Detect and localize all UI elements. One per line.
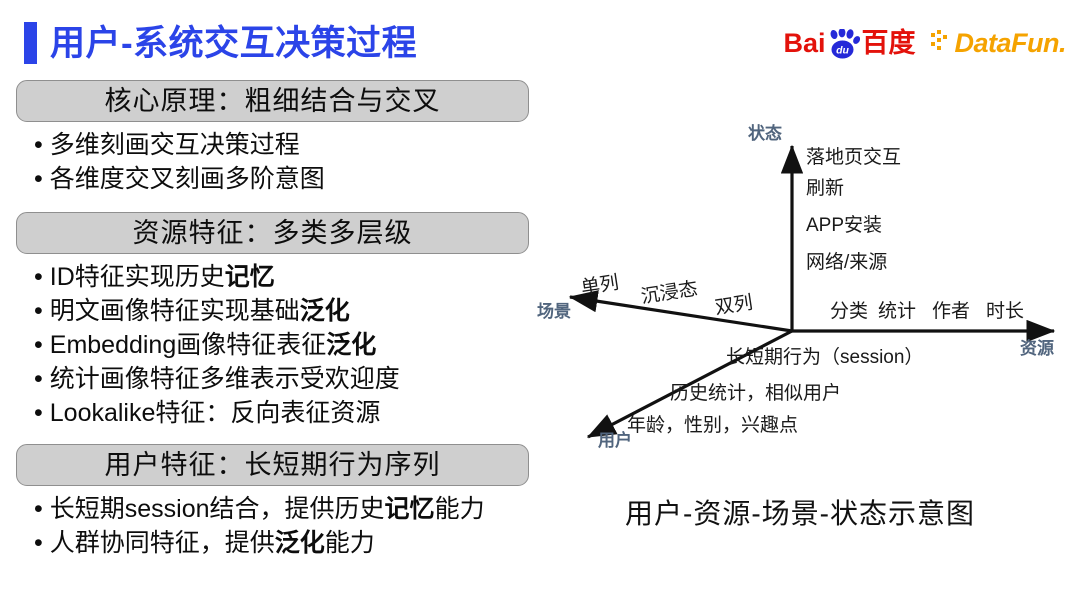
title-accent-bar <box>24 22 37 64</box>
list-item: • 多维刻画交互决策过程 <box>0 128 545 162</box>
section-header-core-principle: 核心原理：粗细结合与交叉 <box>16 80 529 122</box>
tick-label-user-2: 年龄，性别，兴趣点 <box>627 414 798 436</box>
list-item-text: 明文画像特征实现基础泛化 <box>49 297 350 325</box>
bullet-dot-icon: • <box>34 165 43 193</box>
user-resource-scene-state-diagram: 状态 资源 场景 用户 落地页交互 刷新 APP安装 网络/来源 分类 统计 作… <box>520 110 1080 510</box>
section-header-label: 用户特征：长短期行为序列 <box>104 449 441 480</box>
tick-label-state-2: APP安装 <box>806 214 882 236</box>
datafun-logo-text: DataFun. <box>954 28 1066 58</box>
list-item: • 人群协同特征，提供泛化能力 <box>0 526 545 560</box>
list-item: • Embedding画像特征表征泛化 <box>0 328 545 362</box>
datafun-logo: DataFun. <box>931 28 1066 59</box>
datafun-dots-icon <box>931 30 950 57</box>
axis-label-state: 状态 <box>748 123 782 143</box>
axis-label-scene: 场景 <box>537 302 571 321</box>
section-header-label: 核心原理：粗细结合与交叉 <box>104 85 441 116</box>
bullet-list-resource-feature: • ID特征实现历史记忆 • 明文画像特征实现基础泛化 • Embedding画… <box>0 258 545 436</box>
page-title: 用户-系统交互决策过程 <box>24 22 417 64</box>
list-item: • ID特征实现历史记忆 <box>0 260 545 294</box>
axis-label-resource: 资源 <box>1020 338 1054 358</box>
bullet-dot-icon: • <box>34 297 43 325</box>
tick-label-state-0: 落地页交互 <box>806 146 901 168</box>
bullet-dot-icon: • <box>34 263 43 291</box>
baidu-paw-icon: du <box>826 27 861 59</box>
bullet-dot-icon: • <box>34 331 43 359</box>
list-item: • 长短期session结合，提供历史记忆能力 <box>0 492 545 526</box>
tick-label-resource-3: 时长 <box>986 300 1024 322</box>
tick-label-resource-2: 作者 <box>932 300 970 322</box>
tick-label-scene-1: 沉浸态 <box>639 278 699 308</box>
bullet-dot-icon: • <box>34 365 43 393</box>
list-item-text: Lookalike特征：反向表征资源 <box>49 399 381 427</box>
logo-row: Bai du 百度 DataFun. <box>783 27 1066 59</box>
baidu-paw-inner-text: du <box>837 44 850 56</box>
bullet-dot-icon: • <box>34 399 43 427</box>
tick-label-resource-0: 分类 <box>830 300 868 322</box>
bullet-dot-icon: • <box>34 529 43 557</box>
tick-label-scene-0: 单列 <box>579 271 620 298</box>
bullet-dot-icon: • <box>34 131 43 159</box>
tick-label-resource-1: 统计 <box>878 300 916 322</box>
list-item-text: 长短期session结合，提供历史记忆能力 <box>49 495 485 523</box>
section-header-resource-feature: 资源特征：多类多层级 <box>16 212 529 254</box>
tick-label-state-1: 刷新 <box>806 177 844 199</box>
tick-label-state-3: 网络/来源 <box>806 251 887 273</box>
list-item-text: ID特征实现历史记忆 <box>49 263 275 291</box>
list-item-text: Embedding画像特征表征泛化 <box>49 331 377 359</box>
bullet-list-user-feature: • 长短期session结合，提供历史记忆能力 • 人群协同特征，提供泛化能力 <box>0 490 545 566</box>
axis-label-user: 用户 <box>598 430 632 450</box>
baidu-latin-text: Bai <box>783 28 826 58</box>
section-header-user-feature: 用户特征：长短期行为序列 <box>16 444 529 486</box>
section-header-label: 资源特征：多类多层级 <box>132 217 413 248</box>
axis-line-scene <box>568 290 793 333</box>
bullet-dot-icon: • <box>34 495 43 523</box>
axis-line-user <box>586 329 793 439</box>
list-item-text: 人群协同特征，提供泛化能力 <box>49 529 375 557</box>
list-item-text: 多维刻画交互决策过程 <box>49 131 300 159</box>
list-item: • Lookalike特征：反向表征资源 <box>0 396 545 430</box>
page-title-text: 用户-系统交互决策过程 <box>50 23 418 63</box>
list-item-text: 统计画像特征多维表示受欢迎度 <box>49 365 400 393</box>
tick-label-user-0: 长短期行为（session） <box>726 346 923 368</box>
tick-label-user-1: 历史统计，相似用户 <box>670 382 841 404</box>
list-item: • 各维度交叉刻画多阶意图 <box>0 162 545 196</box>
diagram-svg: 状态 资源 场景 用户 落地页交互 刷新 APP安装 网络/来源 分类 统计 作… <box>537 123 1056 450</box>
baidu-chinese-text: 百度 <box>861 28 916 58</box>
diagram-caption: 用户-资源-场景-状态示意图 <box>625 498 975 529</box>
list-item-text: 各维度交叉刻画多阶意图 <box>49 165 325 193</box>
list-item: • 统计画像特征多维表示受欢迎度 <box>0 362 545 396</box>
bullet-list-core-principle: • 多维刻画交互决策过程 • 各维度交叉刻画多阶意图 <box>0 126 545 202</box>
list-item: • 明文画像特征实现基础泛化 <box>0 294 545 328</box>
tick-label-scene-2: 双列 <box>713 291 754 318</box>
baidu-logo: Bai du 百度 <box>783 27 916 59</box>
content-column: 核心原理：粗细结合与交叉 • 多维刻画交互决策过程 • 各维度交叉刻画多阶意图 … <box>0 78 545 566</box>
